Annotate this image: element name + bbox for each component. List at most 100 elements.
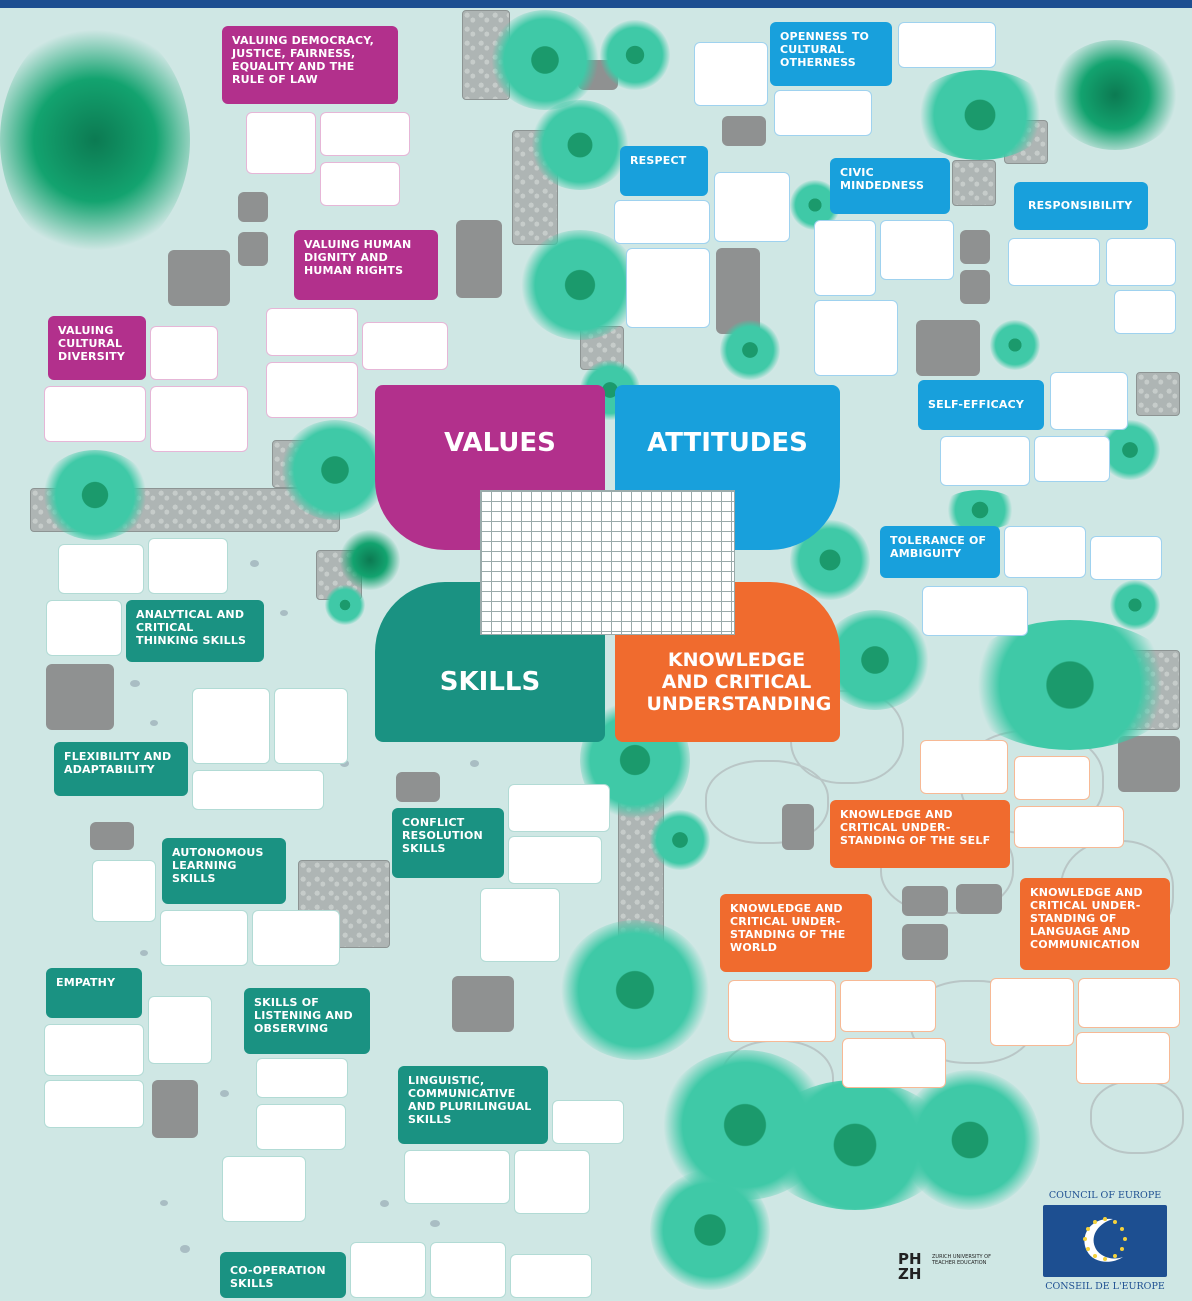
- blank-card[interactable]: [1114, 290, 1176, 334]
- blank-card[interactable]: [840, 980, 936, 1032]
- stone: [722, 116, 766, 146]
- blank-card[interactable]: [92, 860, 156, 922]
- shrub: [560, 920, 710, 1060]
- blank-card[interactable]: [256, 1058, 348, 1098]
- blank-card[interactable]: [626, 248, 710, 328]
- blank-card[interactable]: [510, 1254, 592, 1298]
- blank-card[interactable]: [714, 172, 790, 242]
- blank-card[interactable]: [252, 910, 340, 966]
- blank-card[interactable]: [320, 112, 410, 156]
- shrub: [650, 810, 710, 870]
- pebble: [180, 1245, 190, 1253]
- blank-card[interactable]: [320, 162, 400, 206]
- phzh-mark: PH ZH: [898, 1250, 922, 1283]
- blank-card[interactable]: [614, 200, 710, 244]
- blank-card[interactable]: [1078, 978, 1180, 1028]
- blank-card[interactable]: [58, 544, 144, 594]
- blank-card[interactable]: [508, 784, 610, 832]
- stone: [916, 320, 980, 376]
- blank-card[interactable]: [44, 1024, 144, 1076]
- blank-card[interactable]: [256, 1104, 346, 1150]
- blank-card[interactable]: [1014, 756, 1090, 800]
- blank-card[interactable]: [274, 688, 348, 764]
- shrub: [1110, 580, 1160, 630]
- shrub: [490, 10, 600, 110]
- blank-card[interactable]: [350, 1242, 426, 1298]
- blank-card[interactable]: [148, 538, 228, 594]
- blank-card[interactable]: [44, 386, 146, 442]
- label-flexibility-adaptability: FLEXIBILITY AND ADAPTABILITY: [54, 742, 188, 796]
- shrub: [325, 585, 365, 625]
- stone: [238, 192, 268, 222]
- rock-outline: [1090, 1080, 1184, 1154]
- blank-card[interactable]: [814, 300, 898, 376]
- stone: [782, 804, 814, 850]
- blank-card[interactable]: [362, 322, 448, 370]
- label-valuing-democracy: VALUING DEMOCRACY, JUSTICE, FAIRNESS, EQ…: [222, 26, 398, 104]
- pebble: [430, 1220, 440, 1227]
- label-listening-observing: SKILLS OF LISTENING AND OBSERVING: [244, 988, 370, 1054]
- blank-card[interactable]: [694, 42, 768, 106]
- tree: [1050, 40, 1180, 150]
- shrub: [280, 420, 390, 520]
- blank-card[interactable]: [842, 1038, 946, 1088]
- coe-flag: [1043, 1205, 1167, 1277]
- blank-card[interactable]: [1090, 536, 1162, 580]
- blank-card[interactable]: [1076, 1032, 1170, 1084]
- pebble: [150, 720, 158, 726]
- label-knowledge-language: KNOWLEDGE AND CRITICAL UNDER-STANDING OF…: [1020, 878, 1170, 970]
- blank-card[interactable]: [266, 308, 358, 356]
- cobblestones: [1136, 372, 1180, 416]
- attitudes-heading: ATTITUDES: [647, 427, 808, 458]
- blank-card[interactable]: [1106, 238, 1176, 286]
- shrub: [1100, 420, 1160, 480]
- shrub: [910, 70, 1050, 160]
- blank-card[interactable]: [222, 1156, 306, 1222]
- stone: [902, 886, 948, 916]
- blank-card[interactable]: [552, 1100, 624, 1144]
- shrub: [520, 230, 640, 340]
- shrub: [340, 530, 400, 590]
- blank-card[interactable]: [1050, 372, 1128, 430]
- stone: [46, 664, 114, 730]
- blank-card[interactable]: [148, 996, 212, 1064]
- blank-card[interactable]: [150, 326, 218, 380]
- shrub: [650, 1170, 770, 1290]
- label-conflict-resolution: CONFLICT RESOLUTION SKILLS: [392, 808, 504, 878]
- stone: [956, 884, 1002, 914]
- blank-card[interactable]: [774, 90, 872, 136]
- blank-card[interactable]: [44, 1080, 144, 1128]
- label-self-efficacy: SELF-EFFICACY: [918, 380, 1044, 430]
- blank-card[interactable]: [404, 1150, 510, 1204]
- blank-card[interactable]: [508, 836, 602, 884]
- blank-card[interactable]: [192, 770, 324, 810]
- stone: [960, 270, 990, 304]
- label-knowledge-self: KNOWLEDGE AND CRITICAL UNDER-STANDING OF…: [830, 800, 1010, 868]
- blank-card[interactable]: [898, 22, 996, 68]
- blank-card[interactable]: [814, 220, 876, 296]
- blank-card[interactable]: [880, 220, 954, 280]
- blank-card[interactable]: [150, 386, 248, 452]
- blank-card[interactable]: [990, 978, 1074, 1046]
- blank-card[interactable]: [480, 888, 560, 962]
- blank-card[interactable]: [46, 600, 122, 656]
- shrub: [900, 1070, 1040, 1210]
- label-civic-mindedness: CIVIC MINDEDNESS: [830, 158, 950, 214]
- blank-card[interactable]: [160, 910, 248, 966]
- blank-card[interactable]: [1008, 238, 1100, 286]
- blank-card[interactable]: [922, 586, 1028, 636]
- blank-card[interactable]: [1014, 806, 1124, 848]
- blank-card[interactable]: [940, 436, 1030, 486]
- blank-card[interactable]: [246, 112, 316, 174]
- blank-card[interactable]: [514, 1150, 590, 1214]
- blank-card[interactable]: [266, 362, 358, 418]
- blank-card[interactable]: [1034, 436, 1110, 482]
- top-bar: [0, 0, 1192, 8]
- blank-card[interactable]: [1004, 526, 1086, 578]
- blank-card[interactable]: [728, 980, 836, 1042]
- blank-card[interactable]: [920, 740, 1008, 794]
- shrub: [940, 490, 1020, 530]
- blank-card[interactable]: [192, 688, 270, 764]
- blank-card[interactable]: [430, 1242, 506, 1298]
